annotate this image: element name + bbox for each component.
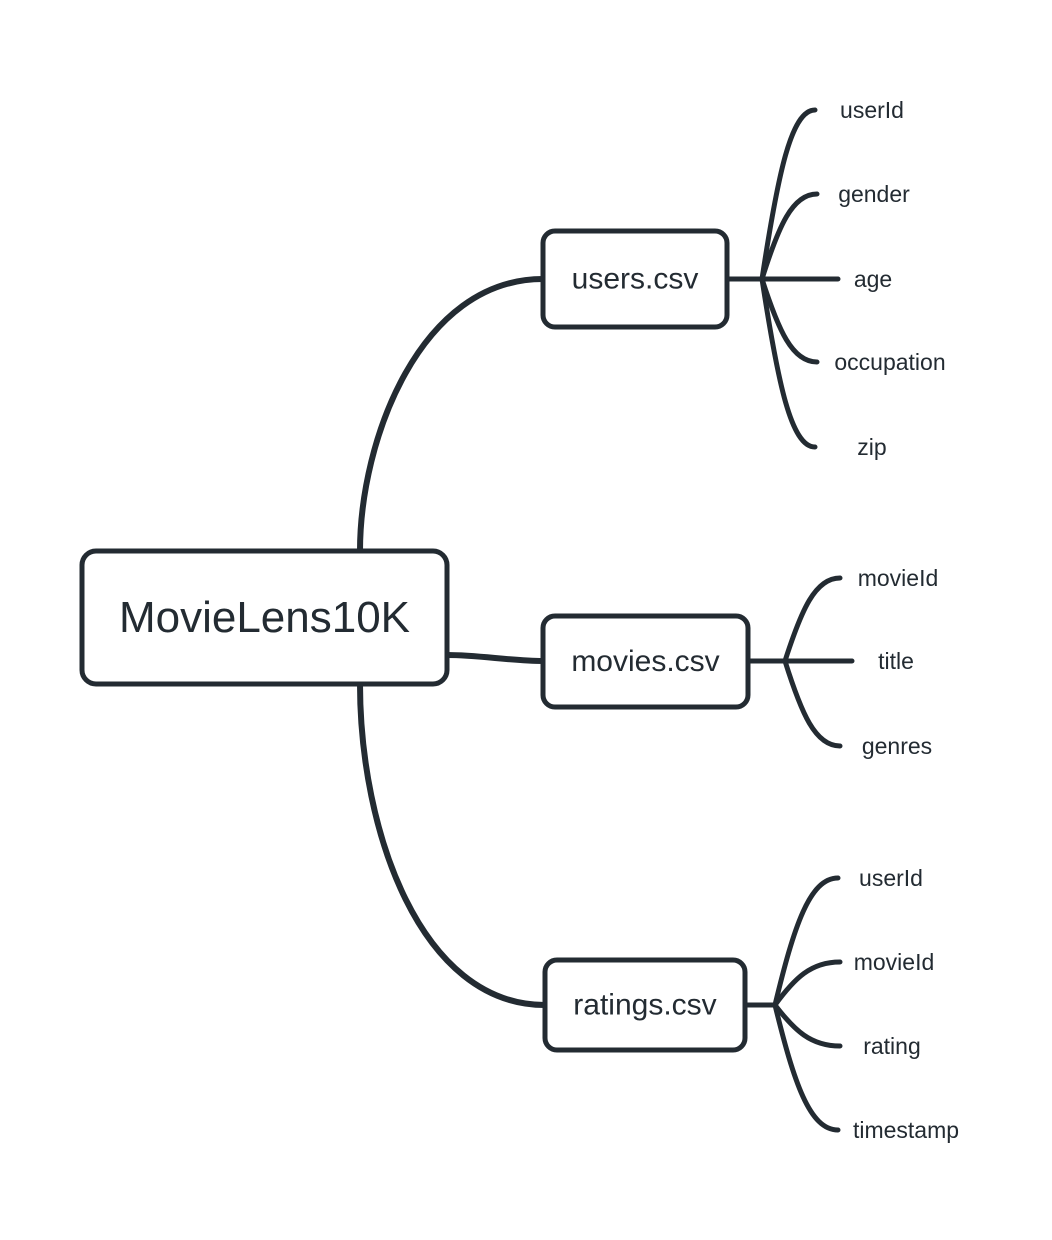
leaf-edge-ratings-2 [772,1002,843,1049]
leaf-label-users-1: gender [838,181,910,207]
branch-edge-users [357,276,546,554]
leaf-edge-users-0 [759,107,818,282]
leaf-label-ratings-2: rating [863,1033,921,1059]
branch-node-box-movies[interactable] [540,613,751,710]
leaf-label-users-0: userId [840,97,904,123]
leaf-edge-movies-0 [782,575,843,664]
leaf-edge-users-1 [759,191,820,282]
branch-edge-movies [444,652,546,664]
branch-node-box-ratings[interactable] [542,957,748,1053]
leaf-edge-users-4 [759,276,818,450]
root-node-label: MovieLens10K [119,593,410,642]
nodes-layer [79,228,751,1053]
branch-edge-ratings [357,681,548,1008]
leaf-label-ratings-0: userId [859,865,923,891]
labels-layer: MovieLens10K users.csv userId gender age occu… [119,97,959,1143]
branch-node-label-ratings: ratings.csv [573,989,716,1022]
leaf-edge-users-3 [759,276,820,365]
leaf-label-movies-0: movieId [858,565,939,591]
leaf-edge-movies-2 [782,658,843,749]
leaf-edges-layer [724,107,855,1133]
leaf-edge-ratings-1 [772,959,843,1008]
branch-node-box-users[interactable] [540,228,730,330]
leaf-edge-ratings-3 [772,1002,841,1133]
leaf-label-users-4: zip [857,434,886,460]
leaf-label-users-3: occupation [834,349,945,375]
leaf-label-movies-2: genres [862,733,932,759]
root-node-box[interactable] [79,548,450,687]
leaf-label-movies-1: title [878,648,914,674]
branch-node-label-users: users.csv [572,263,699,296]
leaf-label-ratings-1: movieId [854,949,935,975]
branch-node-label-movies: movies.csv [571,645,719,678]
leaf-label-users-2: age [854,266,892,292]
leaf-edge-ratings-0 [772,875,841,1008]
edges-layer [357,276,548,1008]
leaf-label-ratings-3: timestamp [853,1117,959,1143]
